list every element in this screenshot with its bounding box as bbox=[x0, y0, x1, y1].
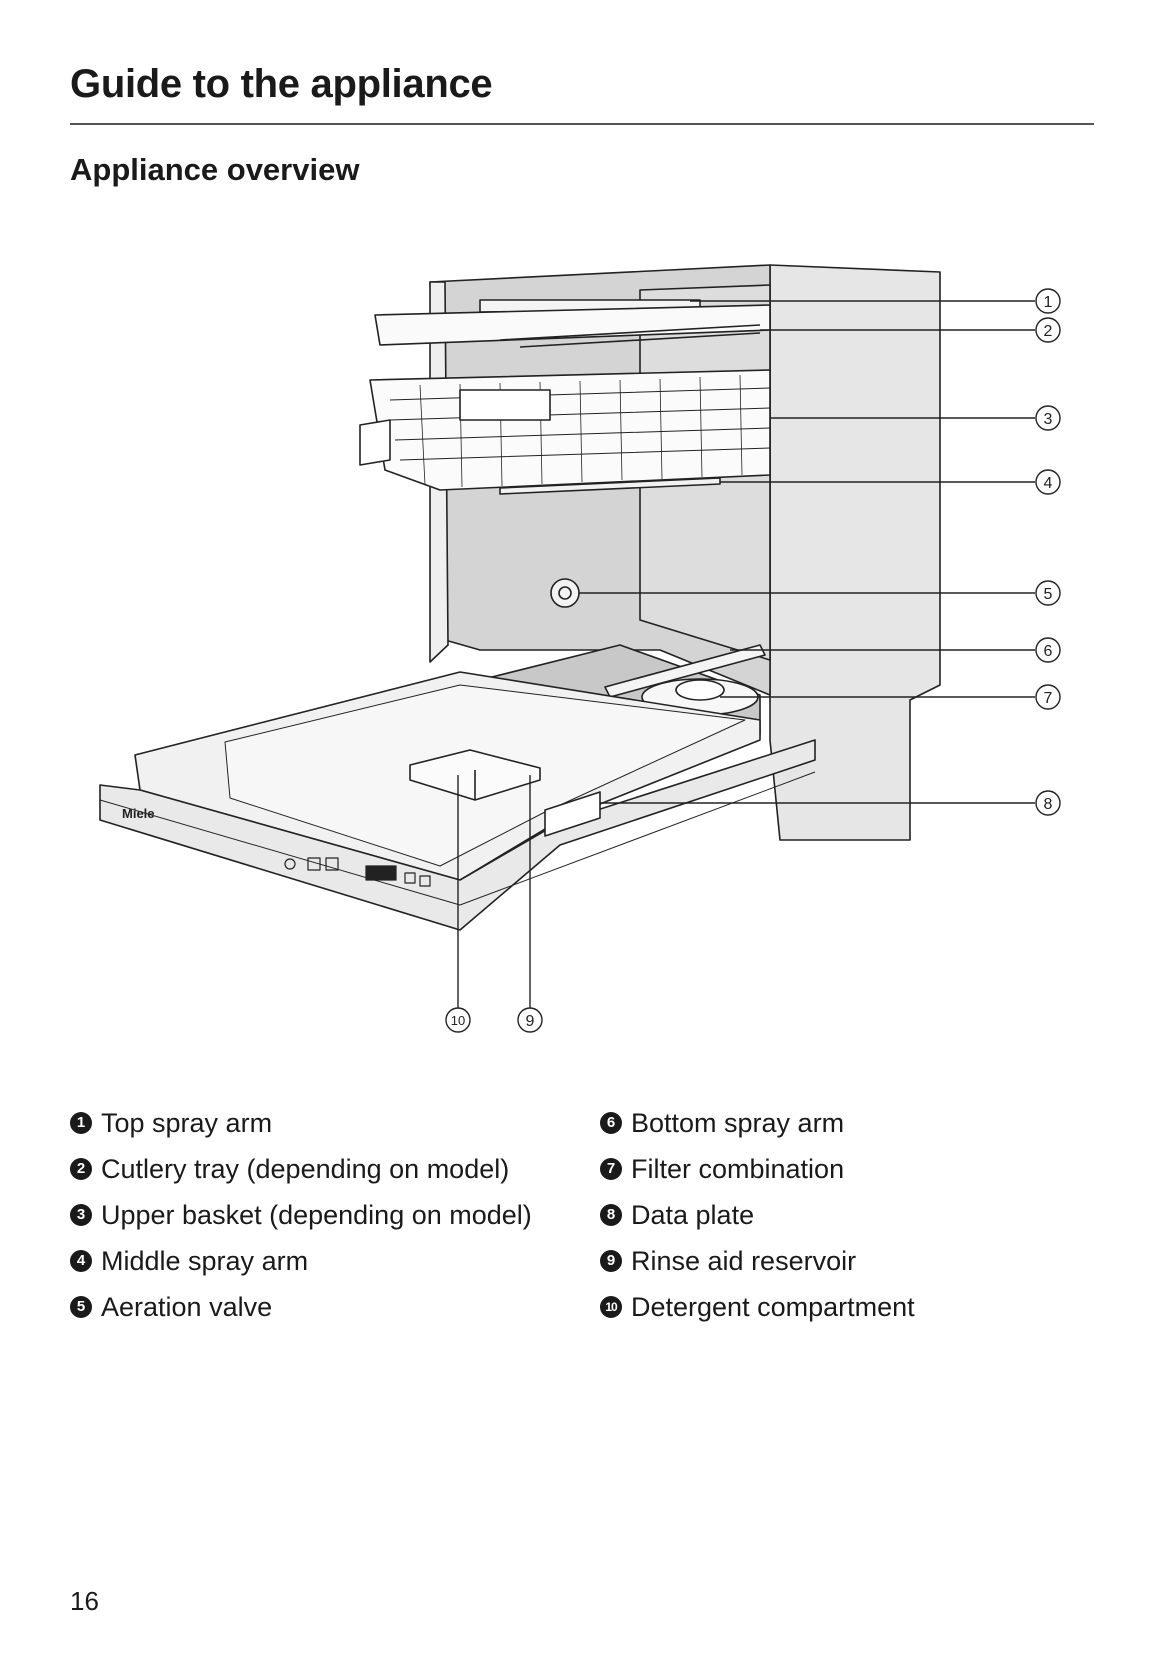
callout-7: 7 bbox=[1035, 684, 1061, 710]
dishwasher-diagram: Miele 1 2 3 4 5 6 7 bbox=[99, 264, 1061, 1033]
legend-item: 3 Upper basket (depending on model) bbox=[70, 1192, 532, 1238]
legend-item: 6 Bottom spray arm bbox=[600, 1100, 915, 1146]
legend-label: Data plate bbox=[631, 1200, 755, 1230]
svg-text:10: 10 bbox=[451, 1013, 465, 1028]
callout-2: 2 bbox=[1035, 317, 1061, 343]
legend-number: 6 bbox=[600, 1112, 622, 1134]
svg-text:8: 8 bbox=[1044, 796, 1053, 813]
legend-label: Aeration valve bbox=[101, 1292, 273, 1322]
legend-item: 10 Detergent compartment bbox=[600, 1284, 915, 1330]
callout-1: 1 bbox=[1035, 288, 1061, 314]
callout-5: 5 bbox=[1035, 580, 1061, 606]
legend-label: Cutlery tray (depending on model) bbox=[101, 1154, 510, 1184]
svg-text:2: 2 bbox=[1044, 323, 1053, 340]
legend-number: 9 bbox=[600, 1250, 622, 1272]
legend-number: 4 bbox=[70, 1250, 92, 1272]
legend-item: 9 Rinse aid reservoir bbox=[600, 1238, 915, 1284]
legend-right-column: 6 Bottom spray arm 7 Filter combination … bbox=[600, 1100, 915, 1330]
data-plate-shape bbox=[544, 791, 601, 837]
legend-number: 7 bbox=[600, 1158, 622, 1180]
aeration-valve-shape bbox=[550, 578, 580, 608]
legend-number: 8 bbox=[600, 1204, 622, 1226]
legend-number: 10 bbox=[600, 1296, 622, 1318]
bottom-spray-arm-shape bbox=[604, 644, 766, 698]
legend-label: Middle spray arm bbox=[101, 1246, 309, 1276]
callout-10: 10 bbox=[445, 1007, 471, 1033]
callout-4: 4 bbox=[1035, 469, 1061, 495]
svg-text:4: 4 bbox=[1044, 475, 1053, 492]
legend-label: Detergent compartment bbox=[631, 1292, 915, 1322]
legend-number: 2 bbox=[70, 1158, 92, 1180]
legend-label: Filter combination bbox=[631, 1154, 845, 1184]
legend-number: 3 bbox=[70, 1204, 92, 1226]
legend-label: Top spray arm bbox=[101, 1108, 273, 1138]
callout-8: 8 bbox=[1035, 790, 1061, 816]
svg-text:5: 5 bbox=[1044, 586, 1053, 603]
callout-3: 3 bbox=[1035, 405, 1061, 431]
page-title: Guide to the appliance bbox=[70, 62, 493, 106]
legend-item: 2 Cutlery tray (depending on model) bbox=[70, 1146, 532, 1192]
callout-6: 6 bbox=[1035, 637, 1061, 663]
control-panel bbox=[284, 857, 431, 887]
legend-label: Rinse aid reservoir bbox=[631, 1246, 857, 1276]
legend-item: 5 Aeration valve bbox=[70, 1284, 532, 1330]
title-rule bbox=[70, 123, 1094, 125]
legend-item: 7 Filter combination bbox=[600, 1146, 915, 1192]
legend-item: 8 Data plate bbox=[600, 1192, 915, 1238]
legend-number: 5 bbox=[70, 1296, 92, 1318]
svg-text:1: 1 bbox=[1044, 294, 1053, 311]
legend-item: 4 Middle spray arm bbox=[70, 1238, 532, 1284]
svg-text:7: 7 bbox=[1044, 690, 1053, 707]
callout-9: 9 bbox=[517, 1007, 543, 1033]
legend-label: Bottom spray arm bbox=[631, 1108, 845, 1138]
legend-left-column: 1 Top spray arm 2 Cutlery tray (dependin… bbox=[70, 1100, 532, 1330]
svg-text:9: 9 bbox=[526, 1013, 535, 1030]
page-number: 16 bbox=[70, 1586, 99, 1616]
legend-item: 1 Top spray arm bbox=[70, 1100, 532, 1146]
section-heading: Appliance overview bbox=[70, 152, 360, 187]
legend-number: 1 bbox=[70, 1112, 92, 1134]
brand-plate bbox=[459, 389, 551, 421]
legend-label: Upper basket (depending on model) bbox=[101, 1200, 532, 1230]
brand-label: Miele bbox=[122, 806, 155, 821]
svg-text:3: 3 bbox=[1044, 411, 1053, 428]
middle-spray-arm-shape bbox=[499, 477, 721, 495]
svg-text:6: 6 bbox=[1044, 643, 1053, 660]
